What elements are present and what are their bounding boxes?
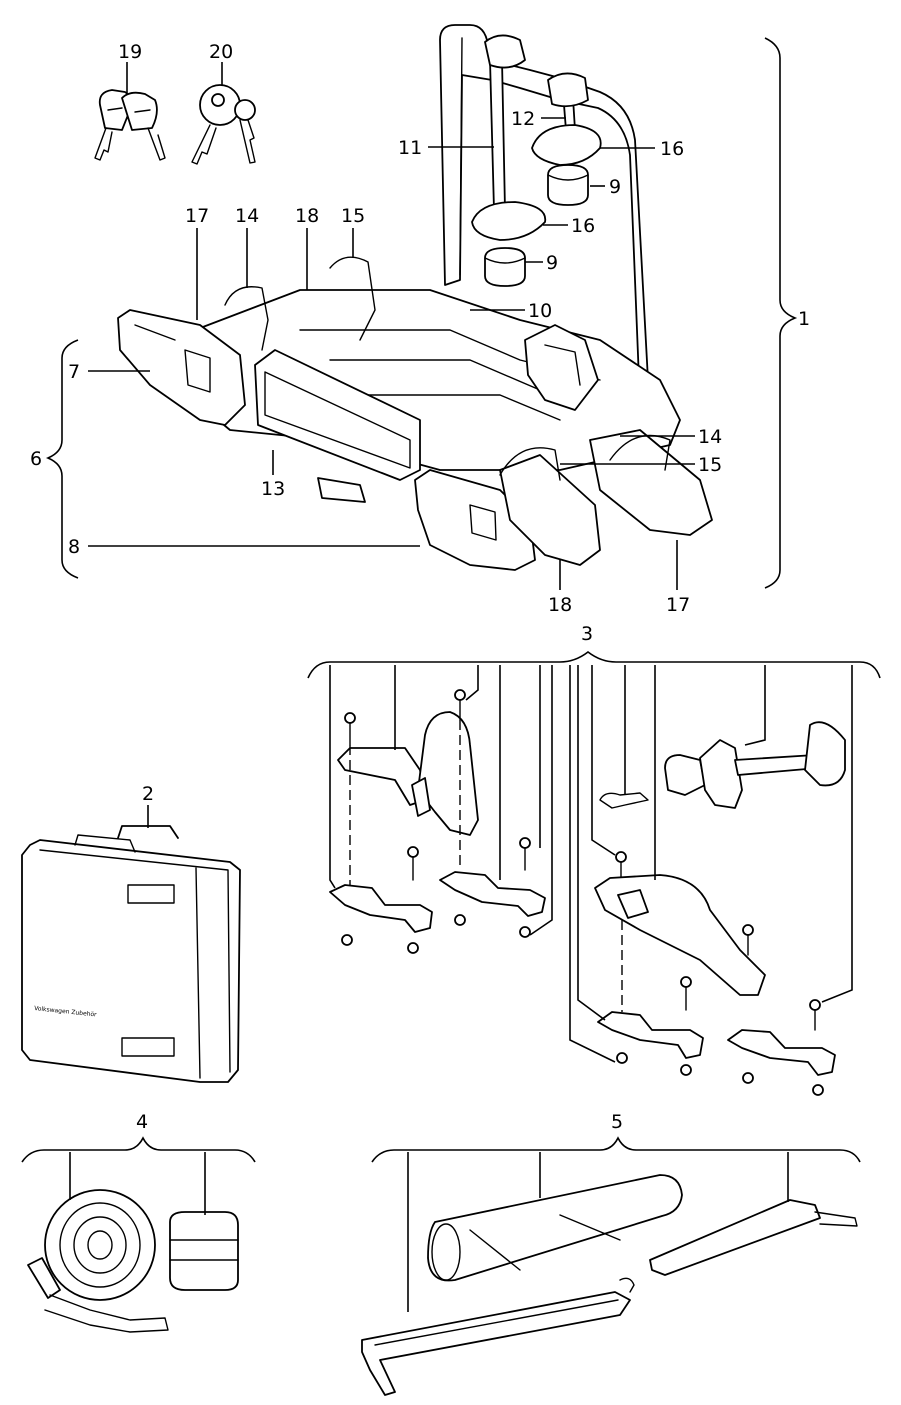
callout-5: 5 — [611, 1111, 623, 1133]
storage-bag — [21, 825, 241, 1083]
callout-20: 20 — [209, 41, 233, 63]
strap-kit — [27, 1189, 239, 1333]
callout-16-upper: 16 — [660, 138, 684, 160]
rail-kit — [361, 1174, 858, 1396]
callout-17-bottom: 17 — [666, 594, 690, 616]
callout-14-right: 14 — [698, 426, 722, 448]
callout-16-lower: 16 — [571, 215, 595, 237]
keys-19 — [94, 89, 166, 161]
callout-9-upper: 9 — [609, 176, 621, 198]
leader-lines — [69, 62, 853, 1312]
brace-4 — [21, 1136, 256, 1163]
callout-11: 11 — [398, 137, 422, 159]
callout-14-top: 14 — [235, 205, 259, 227]
callout-10: 10 — [528, 300, 552, 322]
callout-15-top: 15 — [341, 205, 365, 227]
callout-1: 1 — [798, 308, 810, 330]
callout-4: 4 — [136, 1111, 148, 1133]
bolts — [341, 689, 824, 1096]
callout-17-top: 17 — [185, 205, 209, 227]
callout-13: 13 — [261, 478, 285, 500]
callout-9-lower: 9 — [546, 252, 558, 274]
brace-3 — [307, 650, 881, 679]
callout-12: 12 — [511, 108, 535, 130]
callout-8: 8 — [68, 536, 80, 558]
keys-20 — [191, 84, 256, 165]
callout-7: 7 — [68, 361, 80, 383]
callout-15-right: 15 — [698, 454, 722, 476]
adapter-kit — [329, 689, 846, 1096]
callout-18-bottom: 18 — [548, 594, 572, 616]
callout-19: 19 — [118, 41, 142, 63]
brace-6 — [45, 339, 79, 579]
callout-3: 3 — [581, 623, 593, 645]
callout-2: 2 — [142, 783, 154, 805]
callout-18-top: 18 — [295, 205, 319, 227]
brace-5 — [371, 1136, 861, 1163]
callout-labels: 19 20 11 12 16 9 16 9 17 14 18 15 10 1 7… — [30, 41, 810, 1133]
callout-6: 6 — [30, 448, 42, 470]
brace-1 — [764, 37, 798, 589]
carrier-assembly — [117, 24, 713, 571]
